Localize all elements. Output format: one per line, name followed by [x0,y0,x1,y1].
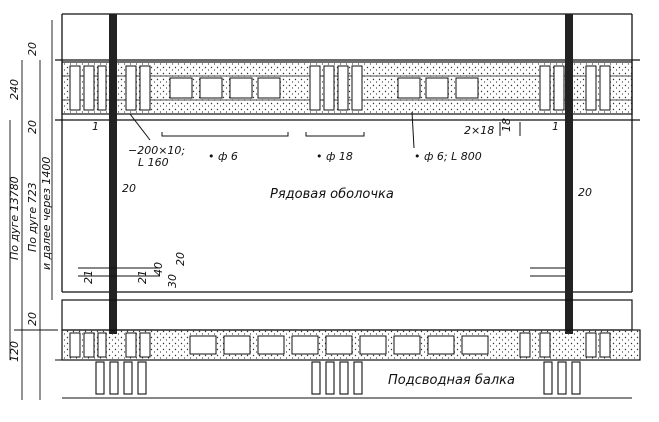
dim-20-mid: 20 [26,120,39,134]
arc-length-label: По дуге 13780 [8,176,21,260]
tick-label-2: 1 [552,120,559,133]
rebar-18-label: • ф 18 [316,150,353,163]
note-leaders [129,111,521,149]
vertical-columns [109,14,573,334]
dim-21a: 21 [82,270,95,284]
dim-21b: 21 [136,270,149,284]
dim-20-top: 20 [26,42,39,56]
tick-label-1: 1 [92,120,99,133]
plate-note-1: −200×10; [128,144,185,157]
joint-ticks [78,267,566,277]
dim-20-small: 20 [174,252,187,266]
dim-40: 40 [152,262,165,276]
left-dimensions [9,20,58,400]
dim-18-label: 18 [500,118,513,132]
top-rebar-cells [69,65,611,111]
arc-723-label: По дуге 723 [26,182,39,252]
shell-label: Рядовая оболочка [270,187,394,202]
dim-20-right: 20 [578,186,592,199]
plate-note-2: L 160 [138,156,169,169]
rebar-6-l-label: • ф 6; L 800 [414,150,482,163]
dim-240: 240 [8,79,21,100]
pair-18-label: 2×18 [464,124,494,137]
shell-outline [55,13,640,293]
dim-20-bottom: 20 [26,312,39,326]
rebar-6-label: • ф 6 [208,150,238,163]
dim-30: 30 [166,274,179,288]
beam-label: Подсводная балка [388,373,515,388]
step-1400-label: и далее через 1400 [40,157,53,270]
dim-20-left: 20 [122,182,136,195]
dim-120: 120 [8,341,21,362]
beam-supports [95,361,581,395]
bottom-rebar-cells [69,332,611,358]
